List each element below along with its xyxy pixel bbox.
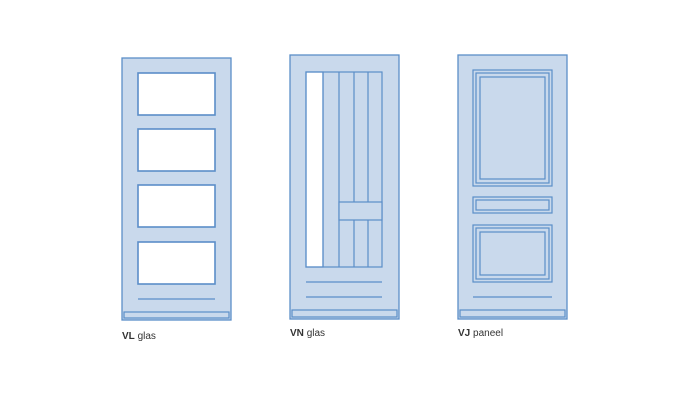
door-vj-bottom-panel-outer	[472, 224, 553, 283]
door-vn	[289, 54, 400, 320]
door-vn-kickplate	[291, 309, 398, 318]
door-vl-kickplate	[123, 311, 230, 319]
door-vl-glass-1	[137, 72, 216, 116]
door-vj-bottom-panel-inner	[479, 231, 546, 276]
door-vl	[121, 57, 232, 321]
door-vj-kickplate	[459, 309, 566, 318]
caption-vn: VN glas	[290, 328, 325, 339]
caption-vj-code: VJ	[458, 328, 471, 339]
caption-vj-type: paneel	[473, 328, 504, 339]
caption-vl-code: VL	[122, 331, 135, 342]
caption-vn-code: VN	[290, 328, 304, 339]
door-vj-bottom-panel-mid	[475, 227, 550, 280]
door-vl-glass-3	[137, 184, 216, 228]
door-vj-top-panel-outer	[472, 69, 553, 187]
door-vl-glass-2	[137, 128, 216, 172]
door-vn-crossbar	[338, 201, 383, 221]
door-vn-frame	[305, 71, 383, 268]
door-vj	[457, 54, 568, 320]
door-vj-top-panel-inner	[479, 76, 546, 180]
caption-vj: VJ paneel	[458, 328, 503, 339]
caption-vl-type: glas	[137, 331, 156, 342]
door-vj-middle-panel-outer	[472, 196, 553, 214]
door-vj-top-panel-mid	[475, 72, 550, 184]
caption-vn-type: glas	[306, 328, 326, 339]
door-vj-middle-panel-inner	[475, 199, 550, 211]
caption-vl: VL glas	[122, 331, 156, 342]
door-vl-glass-4	[137, 241, 216, 285]
door-vn-glass-strip	[305, 71, 324, 268]
